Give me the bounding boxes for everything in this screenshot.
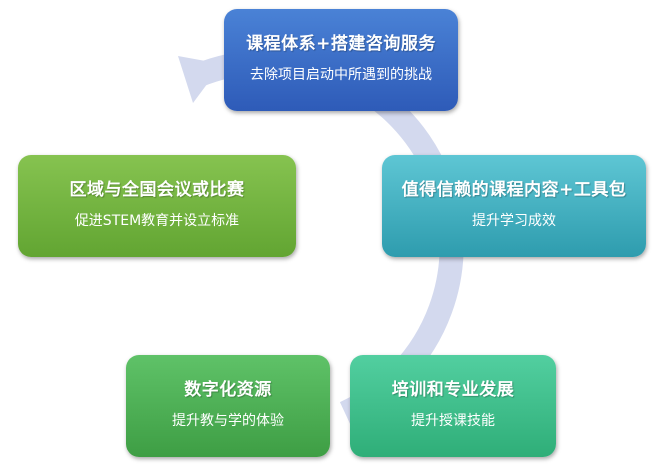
- node-conferences-subtitle: 促进STEM教育并设立标准: [74, 213, 240, 229]
- node-digital-resources-title: 数字化资源: [184, 380, 272, 400]
- node-course-system-subtitle: 去除项目启动中所遇到的挑战: [250, 67, 432, 83]
- node-digital-resources: 数字化资源 提升教与学的体验: [126, 355, 330, 457]
- node-course-system: 课程体系+搭建咨询服务 去除项目启动中所遇到的挑战: [224, 9, 458, 111]
- node-training: 培训和专业发展 提升授课技能: [350, 355, 556, 457]
- ring-arrowhead: [178, 56, 222, 103]
- node-course-content-subtitle: 提升学习成效: [472, 213, 556, 229]
- node-course-content-title: 值得信赖的课程内容+工具包: [401, 180, 627, 200]
- node-course-content: 值得信赖的课程内容+工具包 提升学习成效: [382, 155, 646, 257]
- node-training-subtitle: 提升授课技能: [411, 413, 495, 429]
- node-training-title: 培训和专业发展: [391, 380, 515, 400]
- node-conferences: 区域与全国会议或比赛 促进STEM教育并设立标准: [18, 155, 296, 257]
- node-course-system-title: 课程体系+搭建咨询服务: [246, 34, 436, 54]
- node-conferences-title: 区域与全国会议或比赛: [69, 180, 245, 200]
- node-digital-resources-subtitle: 提升教与学的体验: [172, 413, 284, 429]
